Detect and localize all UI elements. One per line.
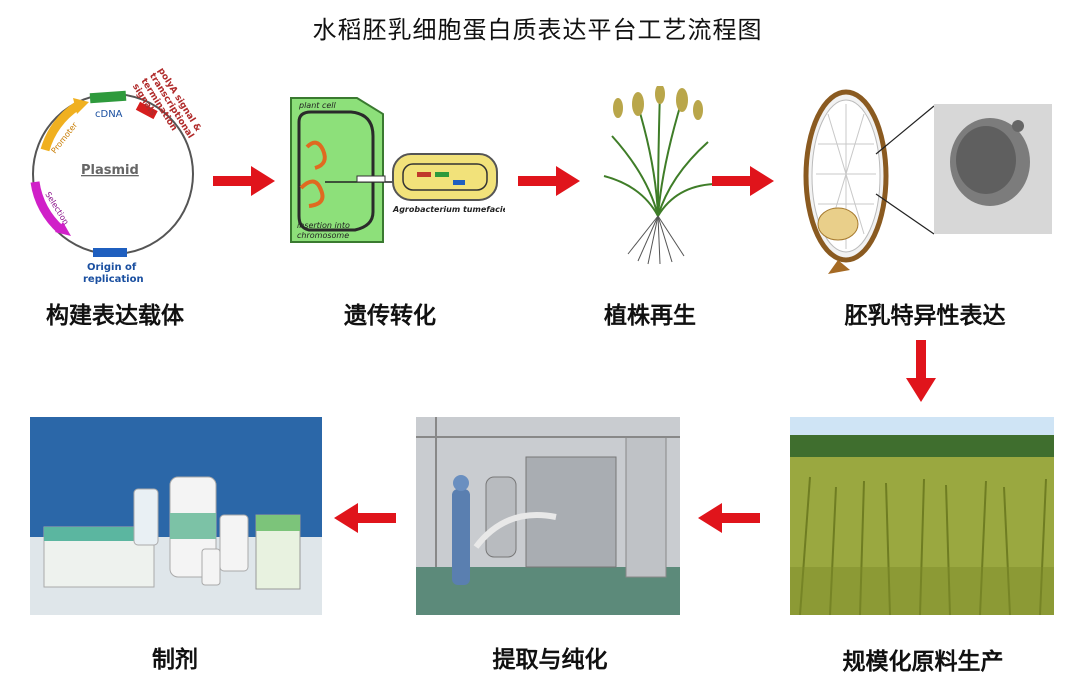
selection-arrow (30, 181, 65, 234)
promoter-arrow (40, 102, 80, 152)
plasmid-name: Plasmid (81, 163, 139, 178)
step-label-transformation: 遗传转化 (344, 302, 436, 329)
step-label-purification: 提取与纯化 (492, 646, 608, 673)
agrobacterium-label: Agrobacterium tumefaciens (392, 205, 505, 214)
rice-plant-image (603, 86, 715, 265)
step-label-expression: 胚乳特异性表达 (844, 302, 1006, 329)
arrow-1 (213, 166, 275, 196)
step-label-regeneration: 植株再生 (604, 302, 696, 329)
nucleus-membrane (297, 110, 375, 232)
arrow-2 (518, 166, 580, 196)
plant-cell-label: plant cell (298, 101, 336, 110)
step-label-vector: 构建表达载体 (46, 302, 184, 329)
endosperm-diagram (803, 89, 1052, 274)
arrow-3 (712, 166, 774, 196)
products-photo (30, 417, 322, 615)
chromosome-1 (305, 140, 327, 170)
chromosome-2 (299, 179, 325, 208)
step-label-production: 规模化原料生产 (842, 648, 1004, 675)
cdna-label: cDNA (95, 109, 123, 120)
polya-segment (135, 101, 158, 120)
arrow-6 (334, 503, 396, 533)
step-label-formulation: 制剂 (152, 646, 198, 673)
diagram-title: 水稻胚乳细胞蛋白质表达平台工艺流程图 (312, 16, 763, 44)
cdna-segment (89, 90, 127, 104)
origin-segment (93, 248, 127, 257)
insertion-label-1: insertion into (297, 221, 350, 230)
arrow-down (906, 340, 936, 402)
purification-facility-photo (416, 417, 680, 615)
arrow-5 (698, 503, 760, 533)
rice-field-photo (790, 417, 1054, 615)
plasmid-diagram: cDNA polyA signal & transcriptional term… (30, 66, 203, 285)
insertion-label-2: chromosome (297, 231, 349, 240)
embryo (817, 207, 859, 241)
transformation-diagram: plant cell insertion into chromosome Agr… (290, 97, 505, 243)
origin-label-1: Origin of (87, 262, 137, 273)
origin-label-2: replication (83, 274, 144, 285)
t-dna-insert (356, 175, 386, 183)
